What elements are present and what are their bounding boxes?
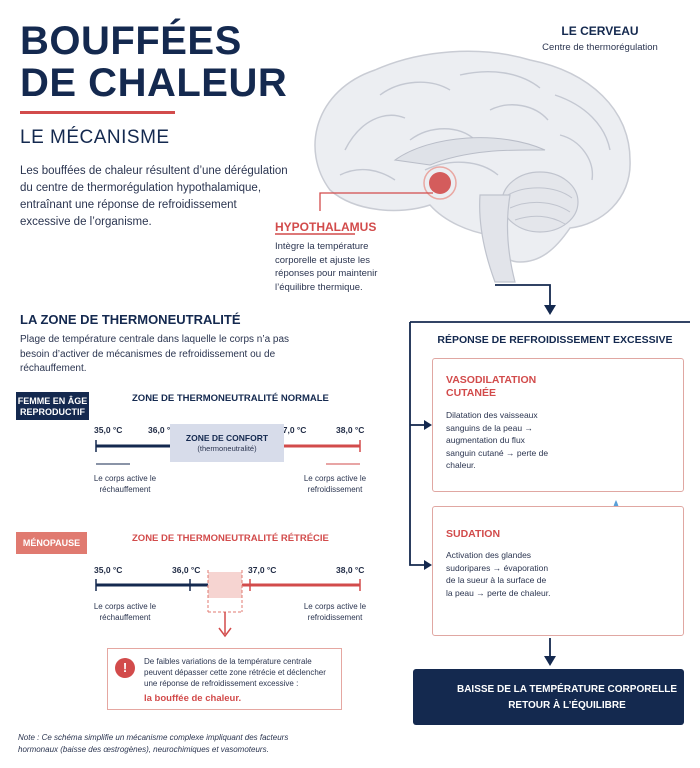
vasodilatation-title-line-2: CUTANÉE — [446, 387, 496, 399]
brain-illustration-icon — [314, 50, 631, 283]
brain-label: LE CERVEAU — [561, 24, 639, 38]
normal-temp-2: 36,0 °C — [148, 425, 177, 435]
title-line-2: DE CHALEUR — [20, 61, 288, 105]
page-title: BOUFFÉES DE CHALEUR — [20, 20, 287, 104]
alert-box — [107, 648, 342, 710]
comfort-zone-sub: (thermoneutralité) — [197, 444, 257, 453]
vasodilatation-title: VASODILATATION CUTANÉE — [446, 374, 536, 400]
comfort-zone-title: ZONE DE CONFORT — [185, 433, 269, 443]
final-line-1: BAISSE DE LA TEMPÉRATURE CORPORELLE — [456, 684, 677, 695]
normal-temp-3: 37,0 °C — [278, 425, 307, 435]
badge-femme: FEMME EN ÂGE REPRODUCTIF — [16, 392, 89, 420]
sudation-title: SUDATION — [446, 528, 501, 540]
zone-title: LA ZONE DE THERMONEUTRALITÉ — [20, 312, 241, 327]
final-result-box — [413, 669, 684, 725]
vasodilatation-title-line-1: VASODILATATION — [446, 374, 537, 386]
sudation-card — [432, 506, 684, 636]
menopause-temp-1: 35,0 °C — [94, 565, 123, 575]
title-divider — [20, 111, 175, 114]
vasodilatation-card — [432, 358, 684, 492]
menopause-right-note: Le corps active le refroidissement — [303, 602, 367, 622]
title-line-1: BOUFFÉES — [20, 19, 242, 63]
hypothalamus-title: HYPOTHALAMUS — [275, 220, 377, 234]
final-result-text: BAISSE DE LA TEMPÉRATURE CORPORELLE RETO… — [450, 682, 684, 714]
alert-text: De faibles variations de la température … — [144, 657, 326, 688]
menopause-zone-title: ZONE DE THERMONEUTRALITÉ RÉTRÉCIE — [132, 533, 329, 544]
intro-text: Les bouffées de chaleur résultent d’une … — [20, 165, 288, 228]
exclamation-icon: ! — [115, 658, 135, 678]
menopause-temperature-scale — [95, 570, 361, 638]
normal-zone-title: ZONE DE THERMONEUTRALITÉ NORMALE — [132, 393, 329, 404]
comfort-zone — [170, 424, 284, 462]
brain-sublabel: Centre de thermorégulation — [542, 42, 658, 53]
normal-left-note: Le corps active le réchauffement — [93, 474, 157, 494]
normal-temp-4: 38,0 °C — [336, 425, 365, 435]
normal-right-note: Le corps active le refroidissement — [303, 474, 367, 494]
response-title: RÉPONSE DE REFROIDISSEMENT EXCESSIVE — [437, 334, 673, 346]
final-line-2: RETOUR À L’ÉQUILIBRE — [508, 700, 626, 711]
menopause-left-note: Le corps active le réchauffement — [93, 602, 157, 622]
subtitle: LE MÉCANISME — [20, 127, 170, 148]
badge-menopause: MÉNOPAUSE — [16, 532, 87, 554]
sudation-text: Activation des glandes sudoripares → éva… — [446, 550, 551, 598]
vasodilatation-text: Dilatation des vaisseaux sanguins de la … — [446, 410, 549, 470]
menopause-temp-3: 37,0 °C — [248, 565, 277, 575]
normal-temperature-scale — [95, 440, 361, 465]
menopause-temp-4: 38,0 °C — [336, 565, 365, 575]
footnote: Note : Ce schéma simplifie un mécanisme … — [18, 733, 289, 754]
hypothalamus-text: Intègre la température corporelle et aju… — [275, 241, 378, 293]
menopause-temp-2: 36,0 °C — [172, 565, 201, 575]
zone-description: Plage de température centrale dans laque… — [20, 334, 290, 374]
alert-highlight: la bouffée de chaleur. — [144, 693, 242, 704]
normal-temp-1: 35,0 °C — [94, 425, 123, 435]
